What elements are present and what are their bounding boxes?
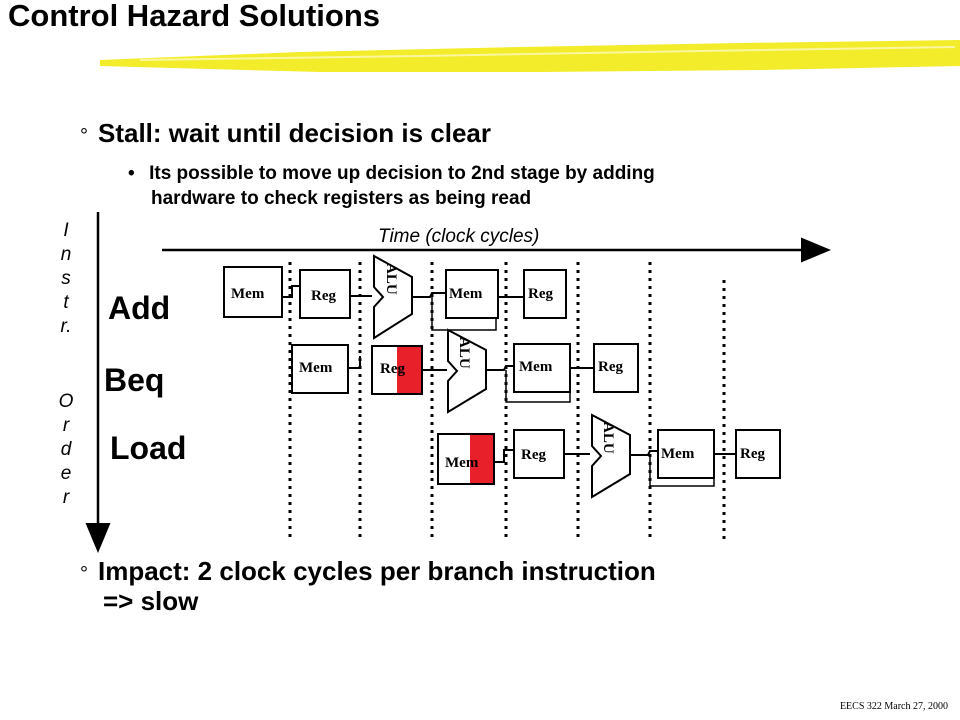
pipeline-row-beq: Mem Reg ALU Mem Reg [291,328,639,414]
mem-stage-label: Mem [445,455,479,471]
reg-stage [299,269,351,319]
bullet-stall-text: Stall: wait until decision is clear [98,118,491,148]
instr-order-letter: r [62,415,70,436]
sub-bullet-line-1: Its possible to move up decision to 2nd … [149,163,655,184]
reg-stage [513,429,565,479]
mem-stage [291,344,349,394]
bullet-stall: ° Stall: wait until decision is clear [80,118,491,149]
slide-footer: EECS 322 March 27, 2000 [839,701,948,712]
mem-stage-label: Mem [519,359,553,375]
alu-stage-label: ALU [456,337,472,369]
stall-highlight [397,346,422,394]
instr-order-letter: t [63,292,69,313]
sub-bullet-line-2: hardware to check registers as being rea… [151,188,532,209]
mem-stage [445,269,499,319]
stall-highlight [470,434,494,484]
instr-order-letter: O [58,391,74,412]
reg-stage-label: Reg [521,447,546,463]
mem-stage [513,343,571,393]
instr-order-letter: r. [60,316,72,337]
mem-stage-label: Mem [449,286,483,302]
instr-order-letter: n [60,244,72,265]
mem-stage-label: Mem [299,360,333,376]
reg-stage-label: Reg [740,446,765,462]
alu-stage-label: ALU [600,422,616,454]
alu-stage-label: ALU [383,263,399,295]
instr-order-letter: r [62,487,70,508]
bullet-impact-line-2: => slow [103,586,199,616]
instr-load-label: Load [110,430,187,466]
reg-stage [523,269,567,319]
instr-order-letter: s [61,268,71,289]
reg-stage-label: Reg [528,286,553,302]
mem-stage-label: Mem [661,446,695,462]
reg-stage-label: Reg [598,359,623,375]
reg-stage-label: Reg [311,288,336,304]
pipeline-row-load: Mem Reg ALU Mem Reg [437,413,781,499]
degree-bullet-icon: ° [80,125,88,147]
instr-beq-label: Beq [104,362,165,398]
alu-stage [447,328,487,414]
slide-title: Control Hazard Solutions [8,0,380,33]
reg-stage-label: Reg [380,361,405,377]
bullet-impact: ° Impact: 2 clock cycles per branch inst… [80,556,656,587]
mem-stage-label: Mem [231,286,265,302]
sub-bullet-move-up: • Its possible to move up decision to 2n… [128,162,655,186]
pipeline-row-add: Mem Reg ALU Mem Reg [223,254,567,340]
alu-stage [373,254,413,340]
title-highlight-stroke [100,40,960,72]
mem-stage [223,266,283,318]
alu-stage [591,413,631,499]
instr-add-label: Add [108,290,171,326]
reg-stage [735,429,781,479]
dot-bullet-icon: • [128,163,135,184]
instr-order-letter: I [63,220,69,241]
degree-bullet-icon: ° [80,563,88,585]
instr-order-letter: e [60,463,72,484]
instr-order-letter: d [60,439,72,460]
bullet-impact-line-1: Impact: 2 clock cycles per branch instru… [98,556,656,586]
time-axis-label: Time (clock cycles) [378,226,540,247]
reg-stage [593,343,639,393]
